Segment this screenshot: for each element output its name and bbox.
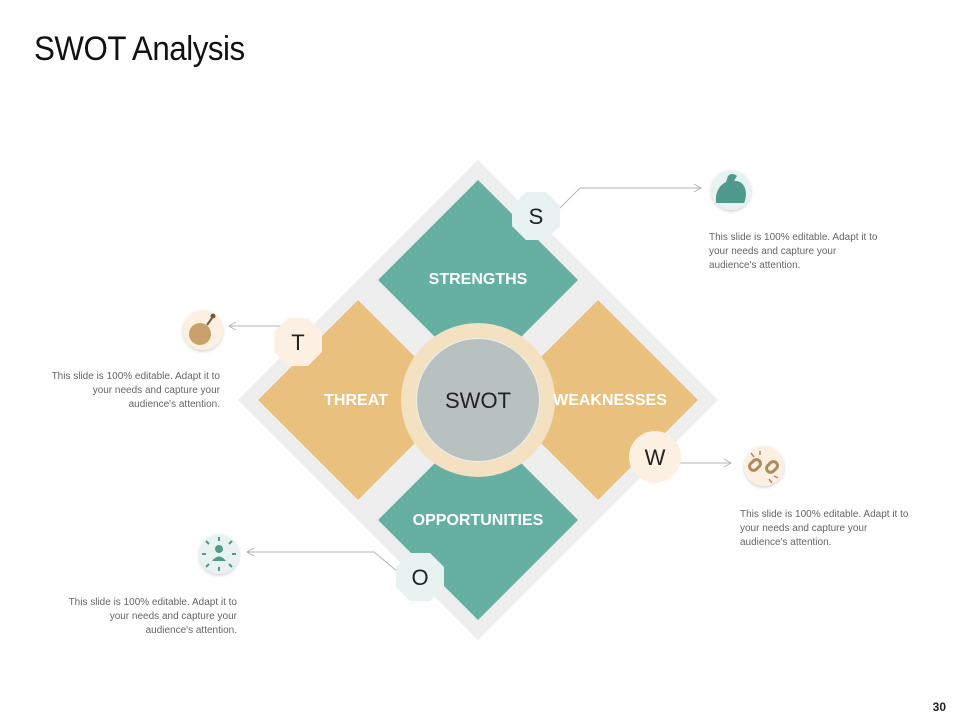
threat-badge[interactable]: T: [274, 318, 322, 366]
weaknesses-letter: W: [645, 445, 666, 470]
threat-letter: T: [291, 330, 304, 355]
threat-description: This slide is 100% editable. Adapt it to…: [51, 371, 220, 410]
opportunities-description: This slide is 100% editable. Adapt it to…: [68, 597, 237, 636]
weaknesses-badge[interactable]: W: [629, 431, 681, 483]
strengths-label: STRENGTHS: [429, 271, 528, 288]
strengths-badge[interactable]: S: [512, 192, 560, 240]
opportunities-label: OPPORTUNITIES: [413, 512, 544, 529]
opportunities-letter: O: [411, 565, 428, 590]
bomb-icon: [183, 310, 223, 350]
weaknesses-connector: [678, 458, 733, 468]
network-person-icon: [199, 534, 239, 574]
strengths-letter: S: [529, 204, 544, 229]
opportunities-badge[interactable]: O: [396, 553, 444, 601]
center-label: SWOT: [445, 388, 511, 413]
strengths-description: This slide is 100% editable. Adapt it to…: [709, 232, 878, 271]
weaknesses-description: This slide is 100% editable. Adapt it to…: [740, 509, 909, 548]
page-number: 30: [932, 700, 946, 714]
weaknesses-label: WEAKNESSES: [553, 392, 667, 409]
broken-link-icon: [744, 446, 784, 486]
strong-arm-icon: [711, 170, 751, 210]
strengths-connector: [555, 183, 703, 213]
page-title: SWOT Analysis: [34, 30, 245, 68]
threat-label: THREAT: [324, 392, 388, 409]
opportunities-connector: [245, 547, 399, 573]
center-circle: [417, 339, 539, 461]
